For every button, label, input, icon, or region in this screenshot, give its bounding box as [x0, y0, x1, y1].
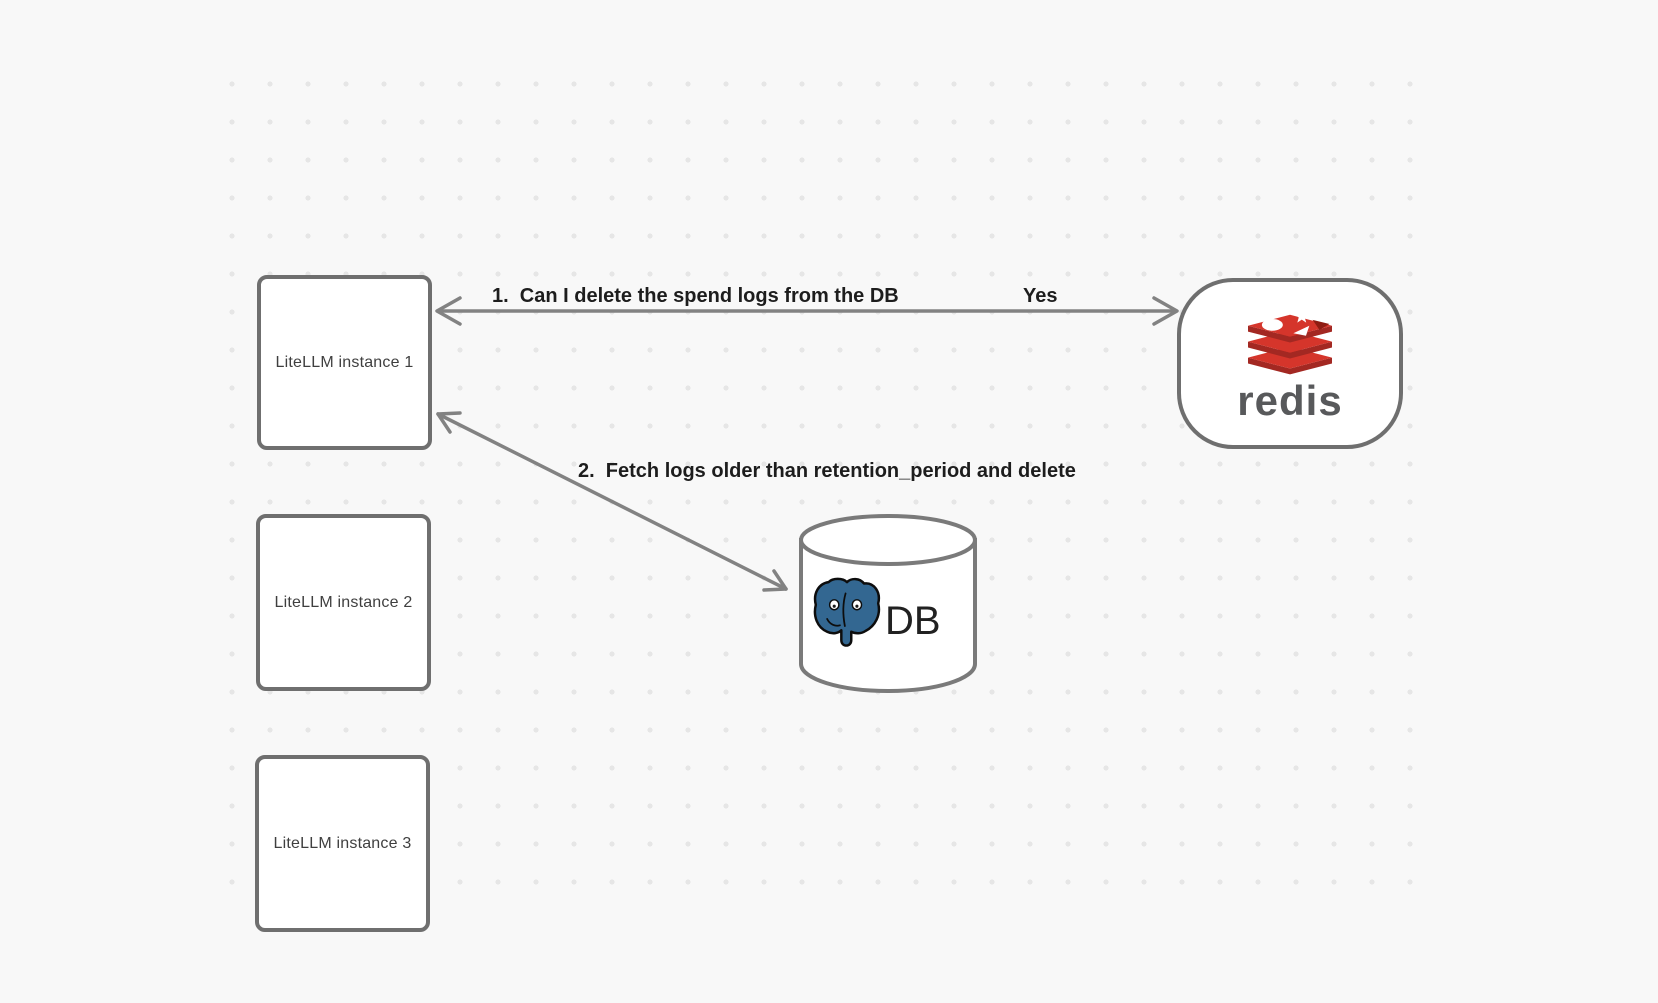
- node-litellm-instance-3[interactable]: LiteLLM instance 3: [255, 755, 430, 932]
- edge1-response-label: Yes: [1023, 285, 1058, 307]
- node-litellm-instance-2[interactable]: LiteLLM instance 2: [256, 514, 431, 691]
- node-litellm-instance-1-label: LiteLLM instance 1: [275, 353, 414, 371]
- node-database[interactable]: DB: [797, 513, 979, 693]
- edge1-label: 1. Can I delete the spend logs from the …: [492, 285, 899, 307]
- database-label: DB: [885, 599, 941, 643]
- redis-logo-icon: [1248, 308, 1332, 374]
- node-litellm-instance-2-label: LiteLLM instance 2: [274, 593, 413, 611]
- node-litellm-instance-1[interactable]: LiteLLM instance 1: [257, 275, 432, 450]
- database-cylinder-shape: [799, 514, 977, 693]
- arrow-instance1-to-db[interactable]: [436, 411, 788, 592]
- arrow-redis-to-instance1[interactable]: [435, 296, 1179, 326]
- redis-wordmark: redis: [1237, 376, 1343, 424]
- postgresql-logo-icon: [813, 577, 881, 647]
- node-litellm-instance-3-label: LiteLLM instance 3: [273, 834, 412, 852]
- edge2-label: 2. Fetch logs older than retention_perio…: [578, 460, 1076, 482]
- node-redis[interactable]: redis: [1177, 278, 1403, 449]
